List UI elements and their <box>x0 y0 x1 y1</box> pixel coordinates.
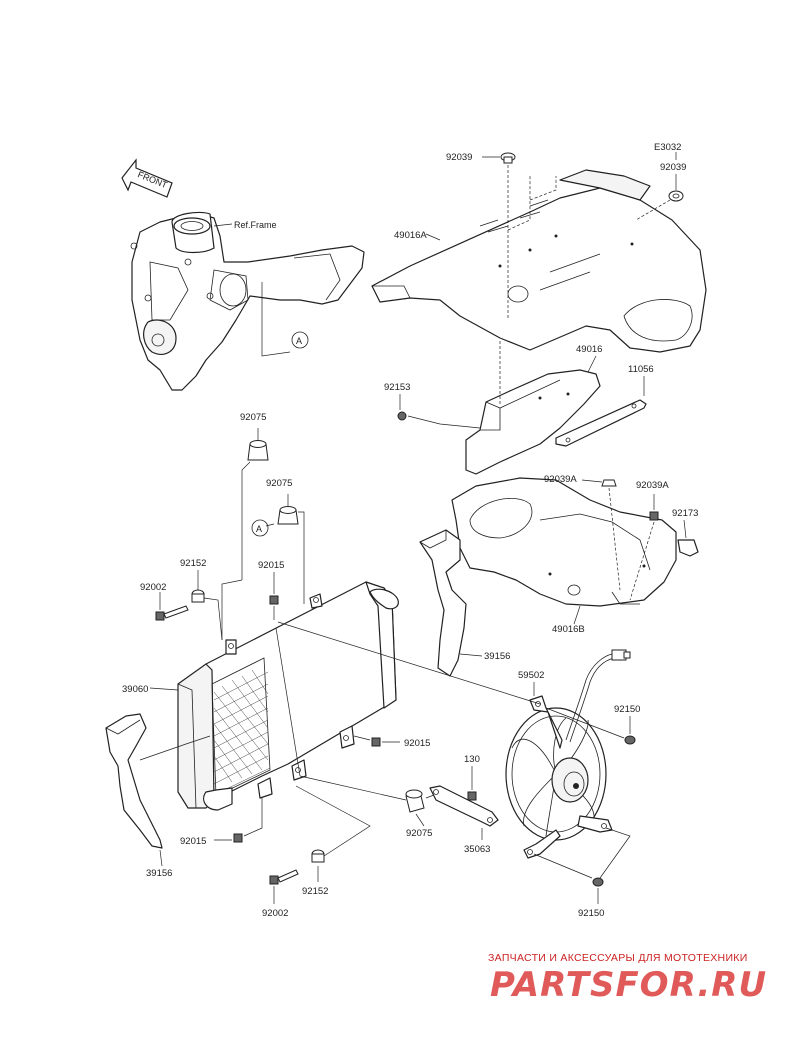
part-49016B-cover <box>451 477 677 607</box>
watermark: ЗАПЧАСТИ И АКСЕССУАРЫ ДЛЯ МОТОТЕХНИКИ PA… <box>488 952 767 1005</box>
callout-a-top: A <box>296 336 302 346</box>
part-49016-cover <box>465 340 601 475</box>
part-92002-bolt-a <box>155 592 189 621</box>
part-92039A-clip-b <box>629 494 659 601</box>
label-92153: 92153 <box>384 382 410 393</box>
callout-a-circle-bottom <box>251 519 269 537</box>
part-92039-clip-top: 92039 <box>446 152 557 320</box>
callout-a-bottom: A <box>256 524 262 534</box>
label-92039-top: 92039 <box>446 152 472 163</box>
label-39156-left: 39156 <box>146 868 172 879</box>
label-92015-b: 92015 <box>404 738 430 749</box>
label-11056: 11056 <box>628 364 654 375</box>
label-E3032: E3032 <box>654 142 681 153</box>
label-92150-b: 92150 <box>578 908 604 919</box>
part-92152-collar-b <box>295 785 371 882</box>
label-59502: 59502 <box>518 670 544 681</box>
label-92039A-a: 92039A <box>544 474 577 485</box>
radiator-core-fins <box>213 669 271 795</box>
label-49016B: 49016B <box>552 624 585 635</box>
label-39156-right: 39156 <box>484 651 510 662</box>
part-92002-bolt-b <box>269 869 299 904</box>
label-92039-right: 92039 <box>660 162 686 173</box>
part-35063-stay <box>429 785 499 840</box>
part-92015-nut-a <box>269 572 279 620</box>
label-92015-c: 92015 <box>180 836 206 847</box>
label-92002-b: 92002 <box>262 908 288 919</box>
part-92039-grommet-right <box>635 174 684 221</box>
label-130: 130 <box>464 754 480 765</box>
watermark-tagline: ЗАПЧАСТИ И АКСЕССУАРЫ ДЛЯ МОТОТЕХНИКИ <box>488 952 748 964</box>
frame-ref-label: Ref.Frame <box>234 220 277 230</box>
part-92039A-clip-a <box>581 479 621 591</box>
part-92173-clamp <box>677 519 699 557</box>
label-35063: 35063 <box>464 844 490 855</box>
label-92152-b: 92152 <box>302 886 328 897</box>
label-39060: 39060 <box>122 684 148 695</box>
part-130-screw <box>467 766 477 801</box>
part-49016A-cover <box>371 169 707 353</box>
part-92153-bolt <box>397 394 481 429</box>
callout-a-circle-top <box>291 331 309 349</box>
part-92075-grommet-b <box>265 494 305 604</box>
label-92015-a: 92015 <box>258 560 284 571</box>
front-arrow-icon: FRONT <box>121 158 173 198</box>
label-92152-a: 92152 <box>180 558 206 569</box>
label-92150-a: 92150 <box>614 704 640 715</box>
part-92150-bolt-a <box>545 707 636 745</box>
label-92075-c: 92075 <box>406 828 432 839</box>
part-39060-radiator <box>177 581 399 811</box>
label-92173: 92173 <box>672 508 698 519</box>
label-92075-a: 92075 <box>240 412 266 423</box>
label-49016A: 49016A <box>394 230 427 241</box>
part-39156-shroud-left <box>105 713 163 849</box>
frame-reference: Ref.Frame A <box>130 211 365 391</box>
part-92150-bolt-b <box>533 827 631 904</box>
watermark-logo: PARTSFOR.RU <box>490 965 767 1005</box>
label-92039A-b: 92039A <box>636 480 669 491</box>
label-92075-b: 92075 <box>266 478 292 489</box>
part-92152-collar-a <box>191 570 223 641</box>
part-92075-grommet-a <box>221 428 269 640</box>
part-92075-grommet-c <box>299 775 443 827</box>
label-92002-a: 92002 <box>140 582 166 593</box>
part-92015-nut-b <box>353 735 400 747</box>
label-49016: 49016 <box>576 344 602 355</box>
part-11056-bracket <box>555 399 647 447</box>
part-92015-nut-c <box>214 798 263 843</box>
part-39156-shroud-right <box>419 529 467 677</box>
part-59502-fan <box>505 649 631 859</box>
